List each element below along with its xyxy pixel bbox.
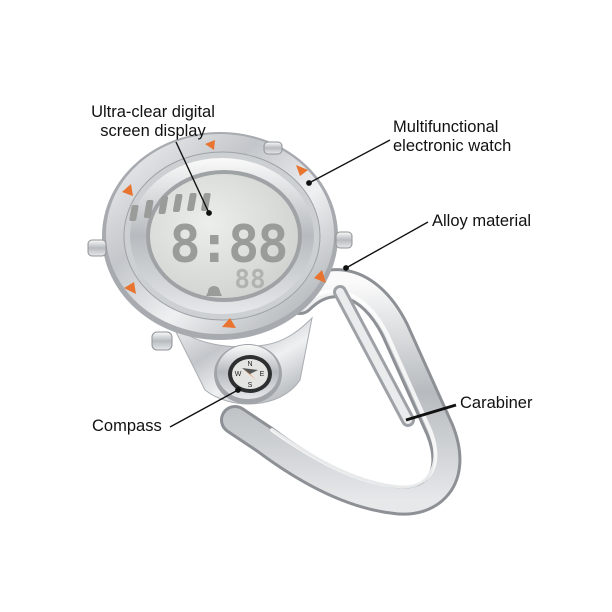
bezel-marker xyxy=(314,270,326,283)
compass: N E S W xyxy=(214,344,282,404)
bezel-marker xyxy=(205,140,215,150)
lcd-screen: 8:88 88 xyxy=(129,170,302,302)
bezel-marker xyxy=(124,282,136,294)
callout-screen-display: Ultra-clear digital screen display xyxy=(78,103,228,141)
leader-line-alloy xyxy=(345,221,429,269)
callout-multi-line1: Multifunctional xyxy=(393,118,499,136)
side-buttons xyxy=(87,141,353,351)
leader-line-carabiner xyxy=(405,403,457,422)
carabiner xyxy=(220,268,462,516)
lcd-top-bars xyxy=(129,193,211,221)
bezel-marker xyxy=(222,318,236,328)
compass-letter-n: N xyxy=(247,361,252,368)
leader-line-screen xyxy=(175,141,210,214)
lcd-sub-digits: 88 xyxy=(234,265,265,295)
leader-line-compass xyxy=(169,389,239,428)
callout-multi-line2: electronic watch xyxy=(393,137,512,155)
callout-compass: Compass xyxy=(92,417,162,435)
compass-letter-e: E xyxy=(260,371,265,378)
lcd-main-digits: 8:88 xyxy=(169,215,286,275)
leader-line-multi xyxy=(308,139,391,184)
leader-lines xyxy=(169,139,457,428)
callout-alloy-material: Alloy material xyxy=(432,212,532,230)
compass-letter-w: W xyxy=(235,371,242,378)
bezel-marker xyxy=(296,165,308,176)
compass-needle-icon xyxy=(242,368,256,380)
callout-screen-line2: screen display xyxy=(100,122,206,140)
callout-multifunctional: Multifunctional electronic watch xyxy=(393,118,511,156)
callout-carabiner: Carabiner xyxy=(460,394,533,412)
bezel-marker xyxy=(122,184,133,196)
compass-letter-s: S xyxy=(248,382,253,389)
callout-screen-line1: Ultra-clear digital xyxy=(91,103,215,121)
alarm-bell-icon xyxy=(206,286,222,296)
